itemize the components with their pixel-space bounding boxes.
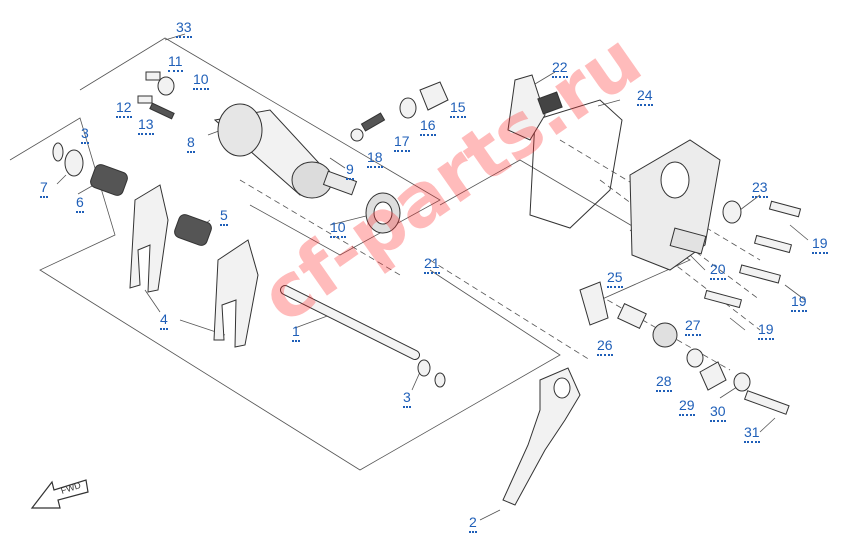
callout-16[interactable]: 16 — [420, 118, 436, 136]
spring-6 — [90, 164, 128, 196]
washer-31 — [733, 372, 751, 392]
gasket-25 — [529, 99, 623, 229]
ring-3-lower-b — [434, 372, 446, 388]
callout-4[interactable]: 4 — [160, 312, 168, 330]
bolt-32 — [743, 390, 790, 415]
callout-23[interactable]: 22 — [552, 60, 568, 78]
bolt-20 — [739, 264, 781, 284]
ring-3-lower-a — [417, 359, 431, 377]
pin-13 — [137, 95, 153, 104]
washer-24 — [722, 200, 742, 224]
callout-30[interactable]: 29 — [679, 398, 695, 416]
plate-26 — [579, 281, 609, 326]
ball-18 — [350, 128, 364, 142]
callout-3-lower[interactable]: 3 — [403, 390, 411, 408]
group-outline-33 — [79, 37, 441, 256]
callout-26[interactable]: 25 — [607, 270, 623, 288]
callout-2[interactable]: 2 — [469, 515, 477, 533]
shift-drum — [213, 103, 358, 199]
spring-14 — [149, 102, 175, 120]
ring-3-upper — [52, 142, 64, 162]
fork-shaft — [280, 285, 420, 360]
washer-16 — [399, 97, 417, 119]
callout-5[interactable]: 5 — [220, 208, 228, 226]
group-outline-cover — [439, 159, 691, 301]
callout-31[interactable]: 30 — [710, 404, 726, 422]
callout-6[interactable]: 6 — [76, 195, 84, 213]
callout-22[interactable]: 21 — [424, 256, 440, 274]
shift-lever — [502, 367, 581, 506]
washer-11 — [157, 76, 175, 96]
callout-21[interactable]: 20 — [710, 262, 726, 280]
callout-10[interactable]: 10 — [330, 220, 346, 238]
callout-8[interactable]: 8 — [187, 135, 195, 153]
spring-17 — [360, 112, 386, 132]
callout-17[interactable]: 17 — [394, 134, 410, 152]
callout-28[interactable]: 27 — [685, 318, 701, 336]
callout-29[interactable]: 28 — [656, 374, 672, 392]
bolt-19-upper — [753, 234, 793, 254]
spring-5 — [174, 214, 212, 246]
fork-right — [213, 239, 259, 348]
callout-20[interactable]: 19 — [791, 294, 807, 312]
callout-15[interactable]: 15 — [450, 100, 466, 118]
collar-27 — [617, 303, 647, 329]
forward-arrow-icon: FWD — [30, 479, 89, 509]
callout-25[interactable]: 24 — [637, 88, 653, 106]
callout-19-lower[interactable]: 19 — [758, 322, 774, 340]
callout-13[interactable]: 12 — [116, 100, 132, 118]
callout-19-upper[interactable]: 19 — [812, 236, 828, 254]
ring-7 — [64, 149, 84, 177]
plug-15 — [419, 81, 449, 111]
callout-27[interactable]: 26 — [597, 338, 613, 356]
spring-30 — [699, 361, 727, 391]
bolt-24 — [768, 200, 802, 218]
cover-21 — [629, 139, 721, 271]
group-outline-main — [9, 117, 561, 471]
callout-1[interactable]: 1 — [292, 324, 300, 342]
bolt-19-lower — [703, 289, 743, 309]
callout-24[interactable]: 23 — [752, 180, 768, 198]
callout-11[interactable]: 10 — [193, 72, 209, 90]
callout-12[interactable]: 11 — [168, 54, 183, 72]
callout-7[interactable]: 7 — [40, 180, 48, 198]
washer-29 — [686, 348, 704, 368]
callout-3-upper[interactable]: 3 — [81, 126, 89, 144]
callout-14[interactable]: 13 — [138, 117, 154, 135]
callout-33[interactable]: 33 — [176, 20, 192, 38]
callout-9[interactable]: 9 — [346, 162, 354, 180]
callout-32[interactable]: 31 — [744, 425, 760, 443]
fork-left — [129, 184, 169, 293]
pin-12 — [145, 71, 161, 81]
gear-28 — [652, 322, 678, 348]
shift-shaft-23 — [507, 74, 546, 141]
callout-18[interactable]: 18 — [367, 150, 383, 168]
